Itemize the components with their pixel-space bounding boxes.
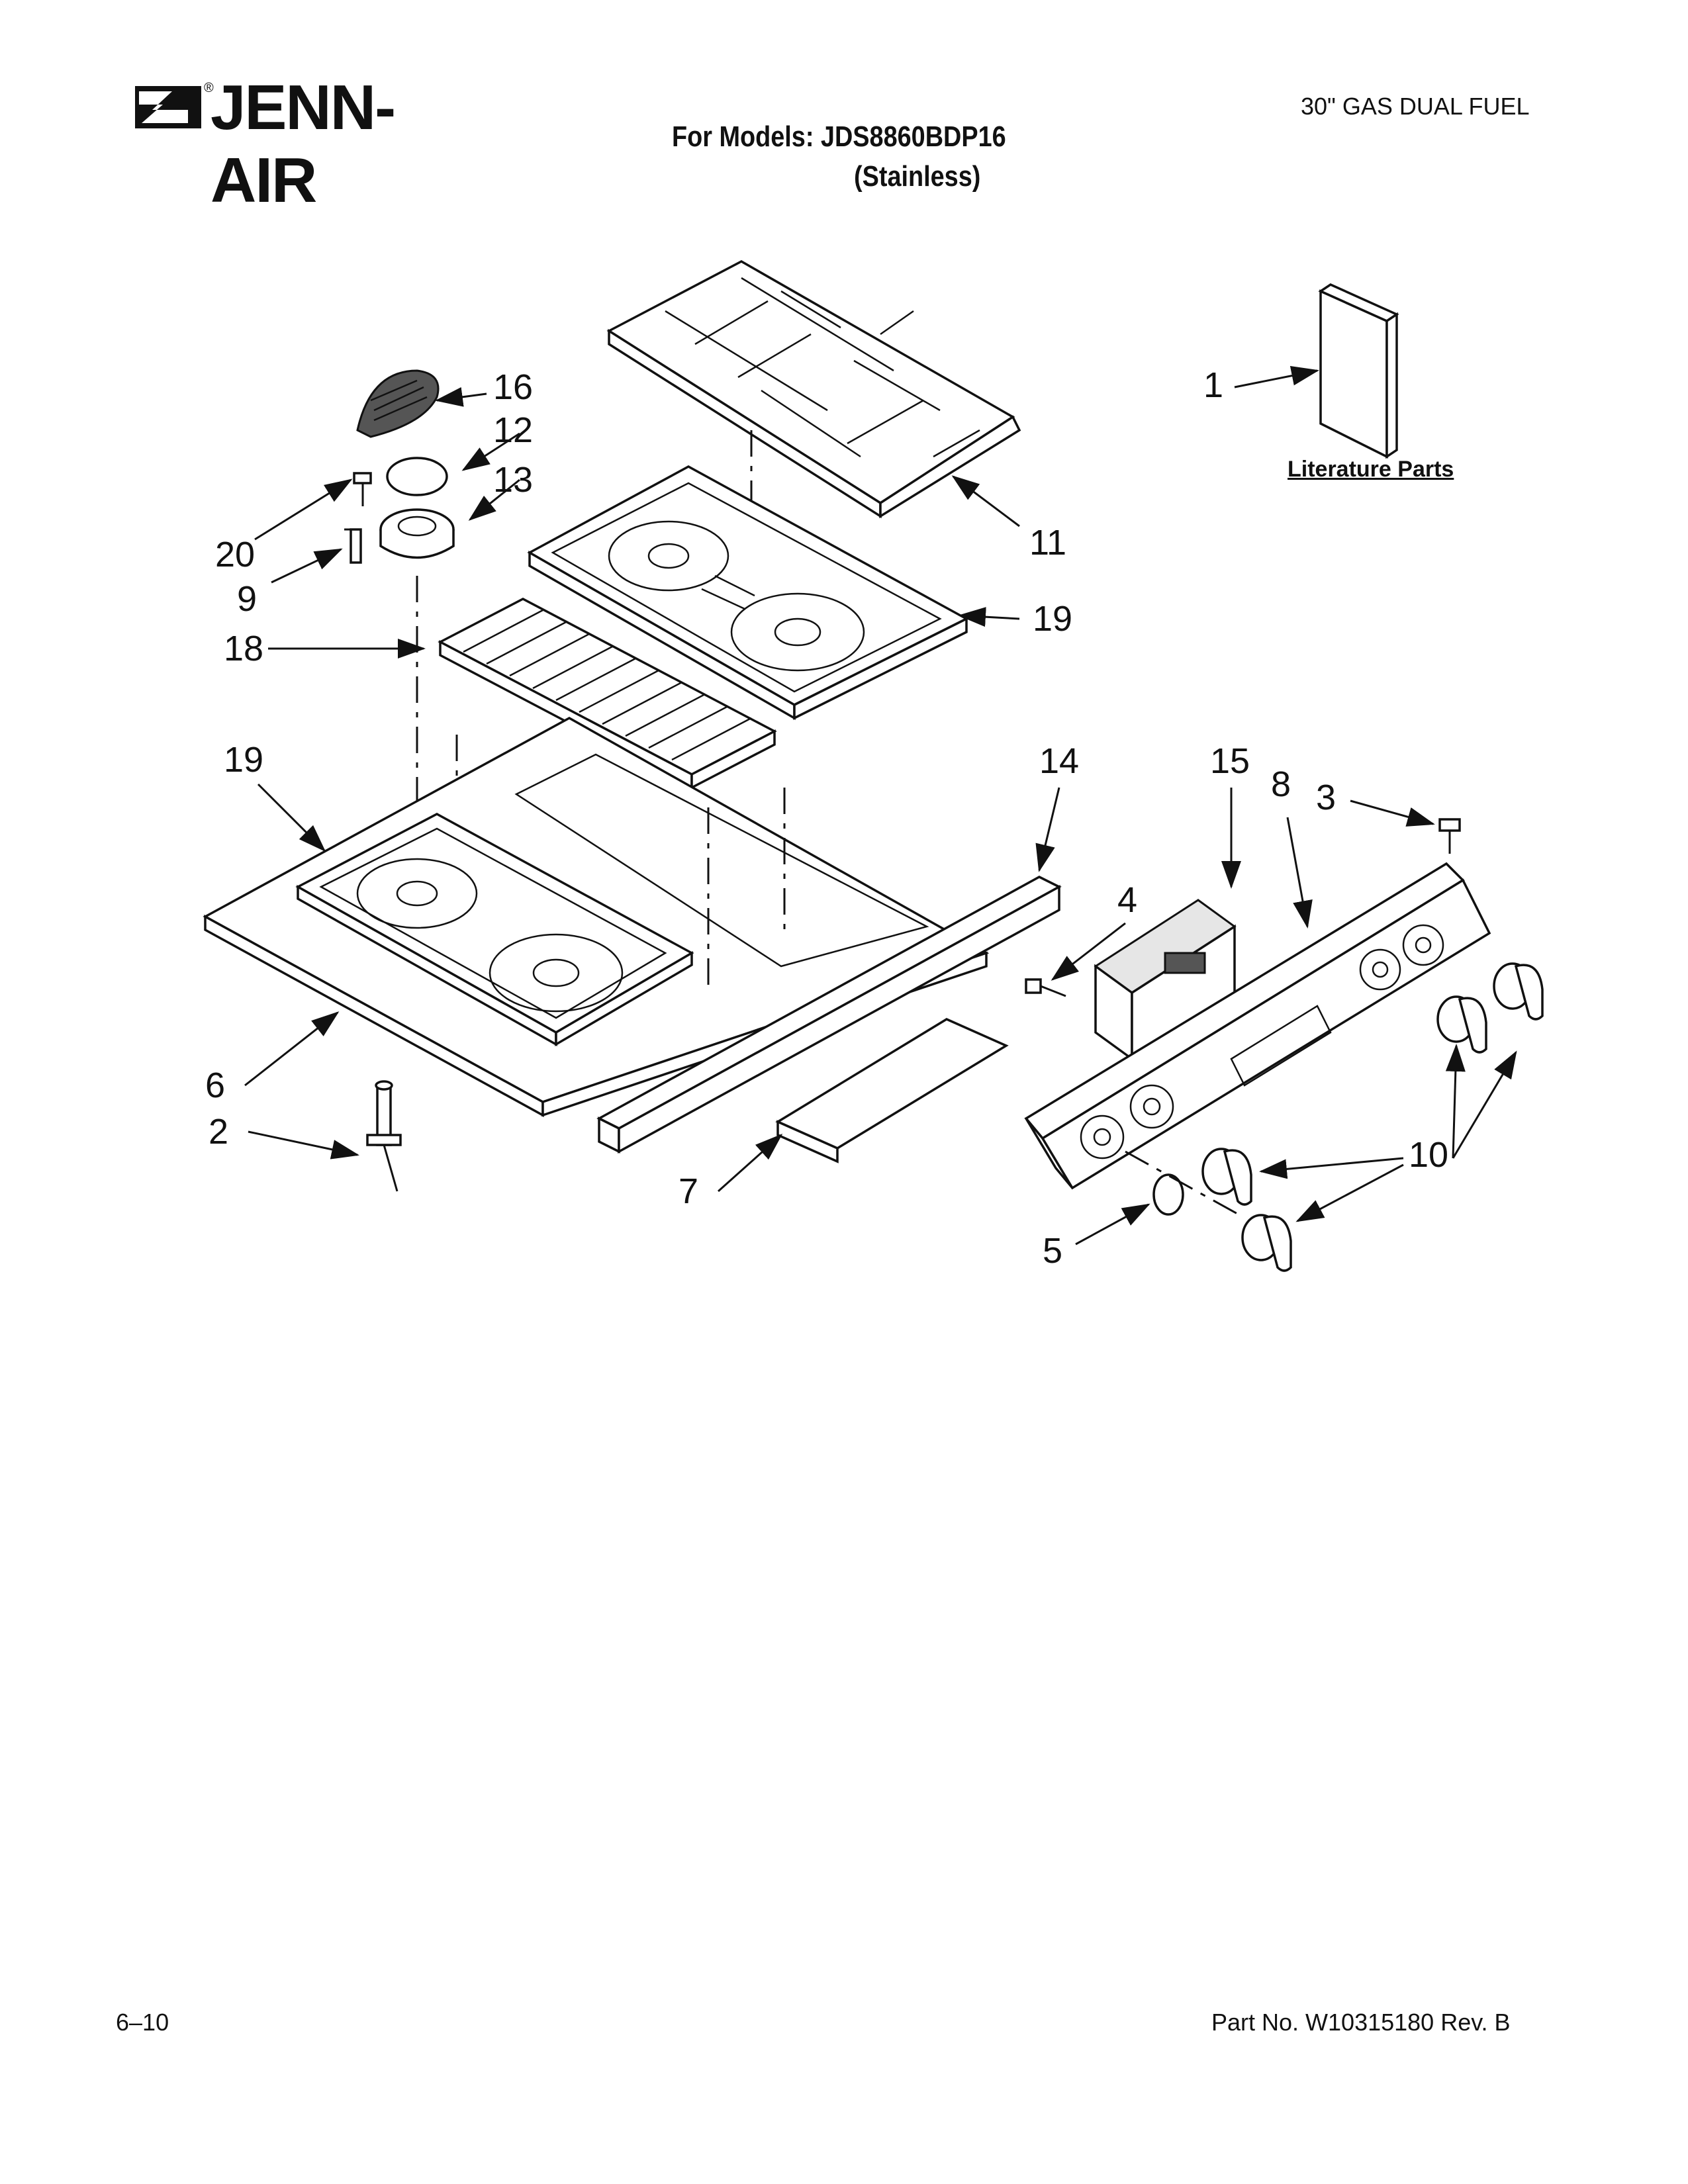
spark-igniter-part xyxy=(366,1080,402,1192)
product-type: 30" GAS DUAL FUEL xyxy=(1301,93,1530,120)
brand-name: JENN-AIR xyxy=(211,72,396,216)
callout-6: 6 xyxy=(205,1066,226,1105)
control-board-part xyxy=(1094,899,1237,1062)
screw-20-part xyxy=(353,472,372,506)
callout-9: 9 xyxy=(237,579,258,619)
screw-4-part xyxy=(1025,978,1066,997)
control-panel-part xyxy=(1024,862,1491,1190)
callout-19-upper: 19 xyxy=(1033,599,1073,639)
callout-3: 3 xyxy=(1316,778,1336,817)
model-line-1: For Models: JDS8860BDP16 xyxy=(672,120,1006,153)
callout-12: 12 xyxy=(493,410,534,450)
burner-cap-part xyxy=(386,457,448,496)
burner-base-part xyxy=(379,508,455,559)
callout-19-lower: 19 xyxy=(224,740,264,780)
grate-part xyxy=(606,260,1021,519)
callout-2: 2 xyxy=(209,1112,229,1152)
heat-shield-part xyxy=(775,1018,1009,1163)
control-knobs-part xyxy=(1201,962,1544,1272)
knob-ring-part xyxy=(1152,1173,1184,1216)
callout-20: 20 xyxy=(215,535,256,574)
brand-logo: ® JENN-AIR xyxy=(132,71,477,216)
callout-15: 15 xyxy=(1210,741,1250,781)
screw-3-part xyxy=(1438,818,1461,854)
rear-bracket-part xyxy=(596,876,1062,1154)
model-line-2: (Stainless) xyxy=(854,160,981,193)
jenn-air-emblem-icon xyxy=(135,86,201,128)
callout-13: 13 xyxy=(493,460,534,500)
callout-1: 1 xyxy=(1203,365,1224,405)
footer-date: 6–10 xyxy=(116,2009,169,2036)
callout-7: 7 xyxy=(679,1171,699,1211)
orifice-part xyxy=(344,528,362,564)
callout-18: 18 xyxy=(224,629,264,668)
callout-4: 4 xyxy=(1117,880,1138,920)
callout-16: 16 xyxy=(493,367,534,407)
callout-8: 8 xyxy=(1271,764,1291,804)
burner-pan-lower-part xyxy=(295,813,694,1047)
burner-pan-upper-part xyxy=(527,465,969,721)
callout-11: 11 xyxy=(1029,523,1067,563)
registered-mark: ® xyxy=(204,81,214,95)
literature-booklet-part xyxy=(1318,283,1399,459)
literature-parts-label: Literature Parts xyxy=(1288,457,1454,482)
footer-part-number: Part No. W10315180 Rev. B xyxy=(1211,2009,1511,2036)
callout-14: 14 xyxy=(1039,741,1080,781)
callout-5: 5 xyxy=(1043,1231,1063,1271)
griddle-cap-part xyxy=(356,369,440,438)
callout-10: 10 xyxy=(1409,1135,1449,1175)
